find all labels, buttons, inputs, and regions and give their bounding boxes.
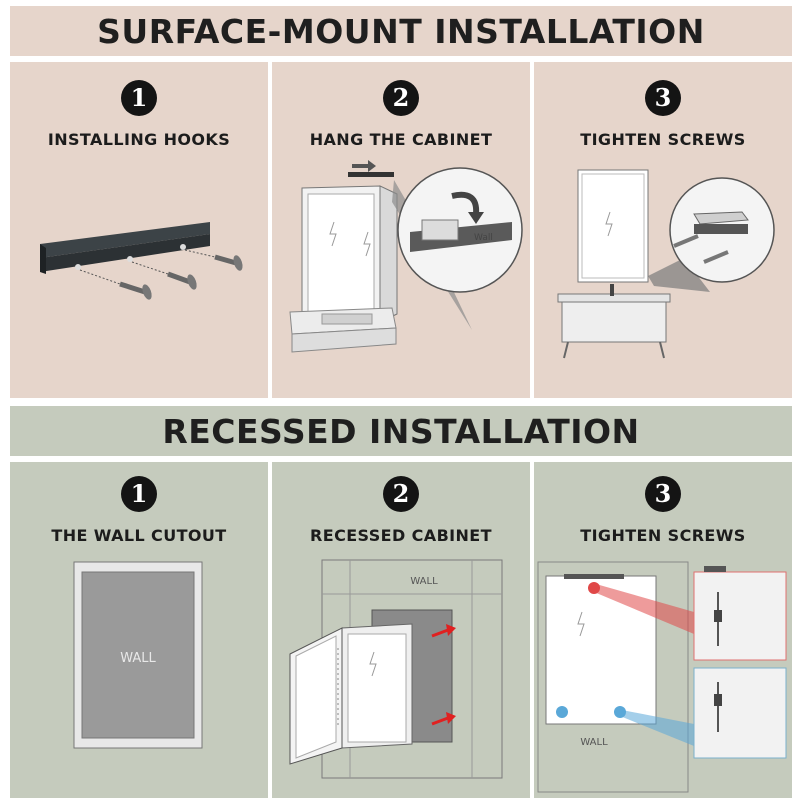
- arrow-right-icon: [431, 624, 456, 638]
- step-number-badge: 1: [10, 80, 268, 116]
- screw-icon: [703, 250, 729, 264]
- screw-icon: [79, 269, 152, 300]
- step-title: TIGHTEN SCREWS: [580, 130, 746, 149]
- step-number: 2: [383, 80, 419, 116]
- recessed-tighten-illustration: WALL: [537, 561, 787, 793]
- recessed-cabinet-illustration: WALL: [289, 559, 503, 779]
- step-number: 2: [383, 476, 419, 512]
- step-number-badge: 3: [534, 476, 792, 512]
- wall-cutout-illustration: WALL: [73, 561, 203, 749]
- recessed-heading: RECESSED INSTALLATION: [10, 406, 792, 456]
- recessed-step-3-panel: 3 TIGHTEN SCREWS WALL: [534, 462, 792, 798]
- step-number-badge: 3: [534, 80, 792, 116]
- surface-step-3-panel: 3 TIGHTEN SCREWS: [534, 62, 792, 398]
- step-number: 3: [645, 80, 681, 116]
- surface-step-1-panel: 1 INSTALLING HOOKS: [10, 62, 268, 398]
- step-title: THE WALL CUTOUT: [51, 526, 227, 545]
- step-number: 1: [121, 80, 157, 116]
- screw-icon: [673, 234, 699, 248]
- step-number-badge: 2: [272, 476, 530, 512]
- wall-label: WALL: [410, 576, 438, 587]
- step-title: RECESSED CABINET: [310, 526, 492, 545]
- step-title: TIGHTEN SCREWS: [580, 526, 746, 545]
- step-number: 1: [121, 476, 157, 512]
- step-number: 3: [645, 476, 681, 512]
- recessed-step-1-panel: 1 THE WALL CUTOUT WALL: [10, 462, 268, 798]
- wall-callout-label: Wall: [474, 233, 493, 243]
- wall-label: WALL: [580, 737, 608, 748]
- tighten-screws-illustration: [557, 169, 775, 359]
- step-title: INSTALLING HOOKS: [47, 130, 231, 149]
- hook-rail-illustration: [40, 222, 243, 300]
- surface-step-2-panel: 2 HANG THE CABINET Wall: [272, 62, 530, 398]
- step-number-badge: 1: [10, 476, 268, 512]
- hang-cabinet-illustration: Wall: [289, 160, 523, 353]
- marker-blue: [556, 706, 568, 718]
- step-title: HANG THE CABINET: [309, 130, 493, 149]
- screw-icon: [184, 249, 243, 271]
- screw-icon: [131, 261, 197, 290]
- recessed-step-2-panel: 2 RECESSED CABINET WALL: [272, 462, 530, 798]
- surface-mount-heading: SURFACE-MOUNT INSTALLATION: [10, 6, 792, 56]
- arrow-right-icon: [431, 712, 456, 726]
- step-number-badge: 2: [272, 80, 530, 116]
- wall-label: WALL: [120, 651, 156, 666]
